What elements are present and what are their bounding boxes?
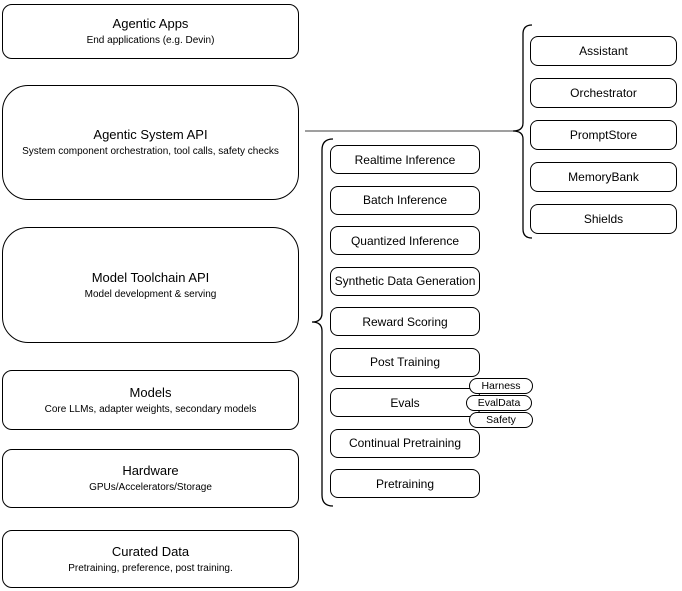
node-quantized-inference: Quantized Inference bbox=[330, 226, 480, 255]
node-realtime-inference: Realtime Inference bbox=[330, 145, 480, 174]
node-evals: Evals Harness EvalData Safety bbox=[330, 378, 533, 428]
node-model-toolchain-api: Model Toolchain API Model development & … bbox=[2, 227, 299, 343]
tag-safety: Safety bbox=[469, 412, 533, 428]
node-subtitle: Pretraining, preference, post training. bbox=[68, 562, 233, 574]
node-title: Model Toolchain API bbox=[91, 269, 210, 285]
tag-evaldata: EvalData bbox=[466, 395, 532, 411]
node-title: Agentic System API bbox=[93, 127, 208, 142]
node-memorybank: MemoryBank bbox=[530, 162, 677, 192]
node-batch-inference: Batch Inference bbox=[330, 185, 480, 215]
node-agentic-apps: Agentic Apps End applications (e.g. Devi… bbox=[2, 4, 299, 59]
tag-harness: Harness bbox=[469, 378, 533, 394]
node-synthetic-data-generation: Synthetic Data Generation bbox=[330, 266, 480, 296]
node-models: Models Core LLMs, adapter weights, secon… bbox=[2, 370, 299, 430]
node-promptstore: PromptStore bbox=[530, 120, 677, 150]
node-agentic-system-api: Agentic System API System component orch… bbox=[2, 85, 299, 200]
node-continual-pretraining: Continual Pretraining bbox=[330, 428, 480, 458]
node-subtitle: Model development & serving bbox=[84, 288, 217, 300]
node-title: Curated Data bbox=[111, 543, 190, 559]
node-subtitle: Core LLMs, adapter weights, secondary mo… bbox=[44, 403, 257, 415]
node-title: Hardware bbox=[122, 463, 179, 478]
node-subtitle: System component orchestration, tool cal… bbox=[22, 146, 279, 157]
node-subtitle: End applications (e.g. Devin) bbox=[86, 35, 215, 46]
node-assistant: Assistant bbox=[530, 36, 677, 66]
node-curated-data: Curated Data Pretraining, preference, po… bbox=[2, 530, 299, 588]
node-post-training: Post Training bbox=[330, 347, 480, 377]
node-evals-label: Evals bbox=[390, 395, 420, 410]
node-title: Agentic Apps bbox=[112, 16, 189, 31]
node-title: Models bbox=[129, 384, 172, 400]
node-orchestrator: Orchestrator bbox=[530, 78, 677, 108]
node-reward-scoring: Reward Scoring bbox=[330, 307, 480, 336]
node-hardware: Hardware GPUs/Accelerators/Storage bbox=[2, 449, 299, 508]
node-shields: Shields bbox=[530, 204, 677, 234]
agentic-system-component-list: Assistant Orchestrator PromptStore Memor… bbox=[530, 36, 677, 234]
node-pretraining: Pretraining bbox=[330, 469, 480, 498]
node-subtitle: GPUs/Accelerators/Storage bbox=[89, 482, 212, 493]
toolchain-capability-list: Realtime Inference Batch Inference Quant… bbox=[330, 145, 533, 498]
